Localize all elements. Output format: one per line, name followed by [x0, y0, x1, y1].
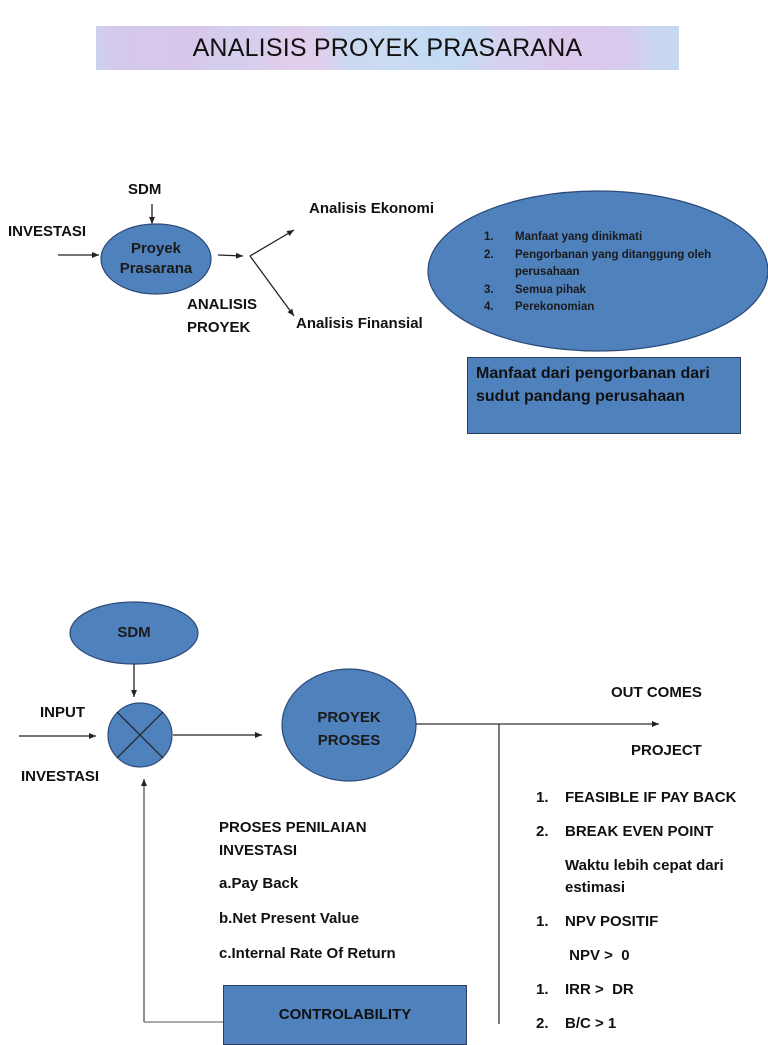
outcome-item: NPV > 0: [536, 945, 768, 967]
list-text: Perekonomian: [515, 301, 595, 313]
list-text: NPV POSITIF: [565, 913, 659, 930]
analisis-proyek-line2: PROYEK: [187, 319, 251, 336]
list-number: 2.: [536, 1015, 549, 1032]
list-number: [536, 945, 565, 967]
label-analisis-finansial: Analisis Finansial: [296, 315, 423, 332]
manfaat-box: Manfaat dari pengorbanan dari sudut pand…: [467, 357, 741, 434]
assessment-item: b.Net Present Value: [219, 910, 360, 927]
list-number: 2.: [536, 823, 549, 840]
outcome-item: 1. NPV POSITIF: [536, 911, 768, 933]
list-text: B/C > 1: [565, 1015, 617, 1032]
label-analisis-ekonomi: Analisis Ekonomi: [309, 200, 435, 217]
title-banner: ANALISIS PROYEK PRASARANA: [96, 26, 679, 70]
list-text: Manfaat yang dinikmati: [515, 231, 643, 243]
list-number: 4.: [484, 301, 494, 313]
label-outcomes: OUT COMES: [611, 684, 702, 701]
ellipse-list-item: 3. Semua pihak: [484, 282, 714, 300]
list-text: Semua pihak: [515, 283, 586, 296]
ellipse-list-item: 1. Manfaat yang dinikmati: [484, 229, 714, 247]
list-number: 1.: [536, 913, 549, 930]
list-number: 1.: [536, 981, 549, 998]
proyek-proses-line1: PROYEK: [317, 709, 381, 726]
label-investasi-top: INVESTASI: [8, 223, 87, 240]
label-input: INPUT: [40, 704, 85, 721]
list-text: NPV > 0: [565, 947, 630, 964]
outcome-item: 2. BREAK EVEN POINT: [536, 821, 768, 843]
list-number: 1.: [484, 231, 494, 243]
list-text: Pengorbanan yang ditanggung oleh perusah…: [515, 248, 712, 279]
outcome-criteria-list: 1. FEASIBLE IF PAY BACK 2. BREAK EVEN PO…: [536, 787, 768, 1035]
label-sdm-top: SDM: [128, 181, 162, 198]
list-number: 2.: [484, 248, 494, 261]
analysis-ellipse-list: 1. Manfaat yang dinikmati 2. Pengorbanan…: [484, 229, 714, 317]
assessment-heading: PROSES PENILAIAN INVESTASI: [219, 819, 367, 859]
proyek-prasarana-label: Proyek Prasarana: [101, 239, 211, 279]
outcome-item: Waktu lebih cepat dari estimasi: [536, 855, 768, 899]
label-investasi-bottom: INVESTASI: [21, 768, 100, 785]
list-text: Waktu lebih cepat dari estimasi: [565, 857, 724, 896]
arrow-proyek-to-branch: [217, 252, 244, 259]
assessment-item: a.Pay Back: [219, 875, 299, 892]
outcome-item: 1. FEASIBLE IF PAY BACK: [536, 787, 768, 809]
proyek-proses-line2: PROSES: [317, 732, 381, 749]
sdm-node-label: SDM: [117, 624, 151, 641]
ellipse-list-item: 2. Pengorbanan yang ditanggung oleh peru…: [484, 247, 714, 282]
list-number: 1.: [536, 789, 549, 806]
controlability-box: CONTROLABILITY: [223, 985, 467, 1045]
ellipse-list-item: 4. Perekonomian: [484, 299, 714, 317]
arrow-branch-to-ekonomi: [249, 229, 295, 257]
list-number: 3.: [484, 283, 494, 296]
proyek-proses-label: PROYEK PROSES: [282, 706, 416, 752]
summing-junction: [107, 702, 173, 768]
list-text: BREAK EVEN POINT: [565, 823, 714, 840]
proyek-prasarana-line2: Prasarana: [119, 260, 193, 277]
assessment-process-list: PROSES PENILAIAN INVESTASI a.Pay Back b.…: [219, 816, 479, 978]
list-text: FEASIBLE IF PAY BACK: [565, 789, 737, 806]
analisis-proyek-line1: ANALISIS: [187, 296, 258, 313]
proyek-prasarana-line1: Proyek: [130, 240, 182, 257]
list-text: IRR > DR: [565, 981, 634, 998]
outcome-item: 1. IRR > DR: [536, 979, 768, 1001]
label-project: PROJECT: [631, 742, 702, 759]
list-number: [536, 855, 565, 899]
outcome-item: 2. B/C > 1: [536, 1013, 768, 1035]
label-analisis-proyek: ANALISIS PROYEK: [187, 293, 257, 339]
assessment-item: c.Internal Rate Of Return: [219, 945, 396, 962]
page-title: ANALISIS PROYEK PRASARANA: [192, 33, 583, 62]
